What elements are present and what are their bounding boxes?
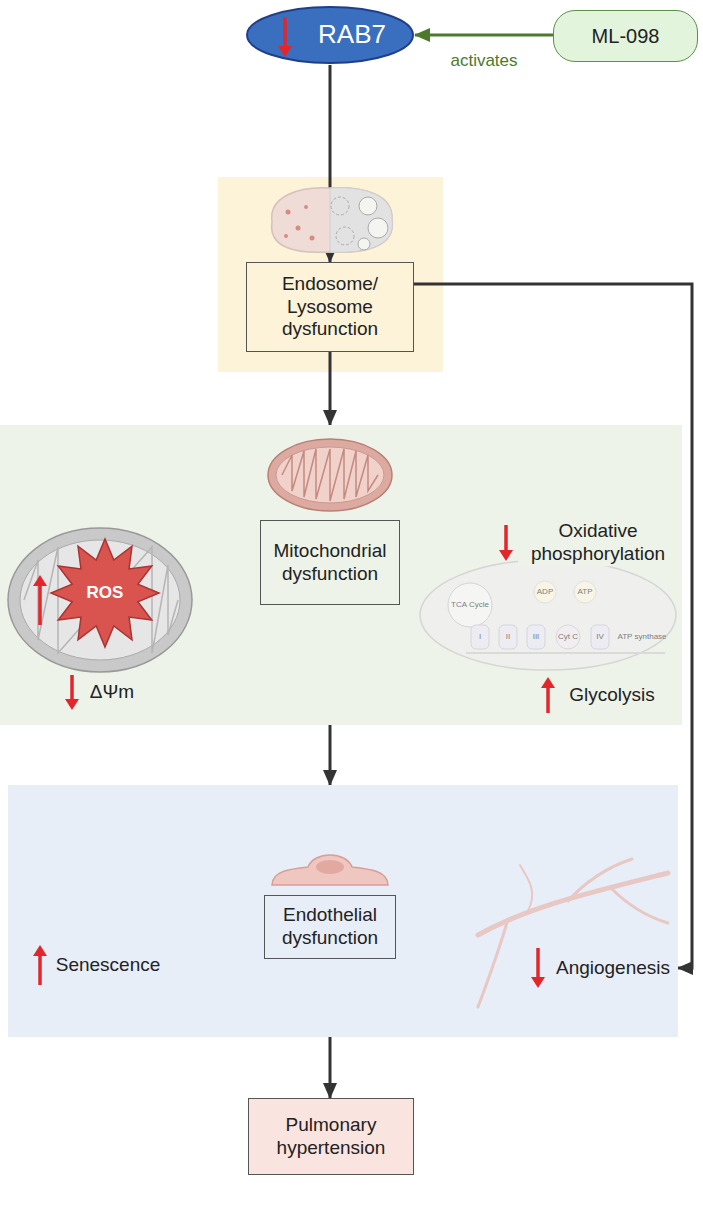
glycolysis-label: Glycolysis — [569, 684, 655, 707]
drug-box: ML-098 — [553, 10, 698, 62]
process-box: Endosome/ Lysosome dysfunction — [246, 262, 414, 352]
node-label: Mitochondrial dysfunction — [269, 540, 391, 586]
oxphos-label: Oxidative phosphorylation — [518, 520, 678, 566]
illustration-label: II — [506, 633, 510, 641]
ros-burst — [51, 539, 159, 647]
illustration-label: ATP — [578, 588, 593, 596]
edge-label: activates — [447, 51, 520, 71]
illustration-label: III — [533, 633, 540, 641]
mitochondria-panel: ROS ΔΨm Oxidative phosphorylationGlycolysi… — [0, 425, 682, 725]
red-arrow — [33, 575, 47, 625]
endothelium-panel: Senescence Angiogenesis Endothelial dysfun… — [8, 785, 678, 1037]
illustration-label: ADP — [537, 588, 553, 596]
red-arrow — [541, 677, 555, 713]
red-arrow — [531, 948, 545, 988]
arrow-connector — [329, 725, 332, 785]
arrow-connector — [329, 352, 332, 425]
membrane-potential-label: ΔΨm — [90, 681, 134, 704]
ros-label: ROS — [87, 583, 124, 603]
illustration-label: TCA Cycle — [451, 601, 489, 609]
red-arrow — [499, 525, 513, 561]
process-box: Mitochondrial dysfunction — [260, 520, 400, 605]
outcome-box: Pulmonary hypertension — [248, 1098, 414, 1175]
illustration-label: I — [479, 633, 481, 641]
red-arrow — [278, 17, 292, 57]
process-box: Endothelial dysfunction — [264, 895, 396, 959]
node-label: Endosome/ Lysosome dysfunction — [255, 273, 405, 341]
red-arrow — [33, 945, 47, 985]
senescence-label: Senescence — [56, 954, 161, 977]
damaged-mitochondrion — [8, 528, 192, 672]
protein-ellipse: RAB7 — [245, 5, 415, 65]
mitochondrion-icon — [268, 439, 392, 511]
node-label: Endothelial dysfunction — [273, 904, 387, 950]
arrow-connector — [329, 1037, 332, 1098]
angiogenesis-label: Angiogenesis — [556, 957, 670, 980]
node-label: ML-098 — [592, 24, 660, 48]
vessel-illustration — [478, 859, 668, 1007]
illustration-label: ATP synthase — [617, 633, 666, 641]
red-arrow — [65, 675, 79, 710]
endothelial-cell-icon — [272, 855, 388, 885]
oxphos-illustration — [420, 560, 676, 670]
endosome-cell-illustration — [272, 188, 393, 253]
illustration-label: IV — [596, 633, 604, 641]
node-label: RAB7 — [318, 19, 386, 50]
node-label: Pulmonary hypertension — [257, 1114, 405, 1160]
illustration-label: Cyt C — [558, 633, 578, 641]
arrow-connector — [415, 34, 553, 37]
endosome-panel — [218, 177, 443, 372]
